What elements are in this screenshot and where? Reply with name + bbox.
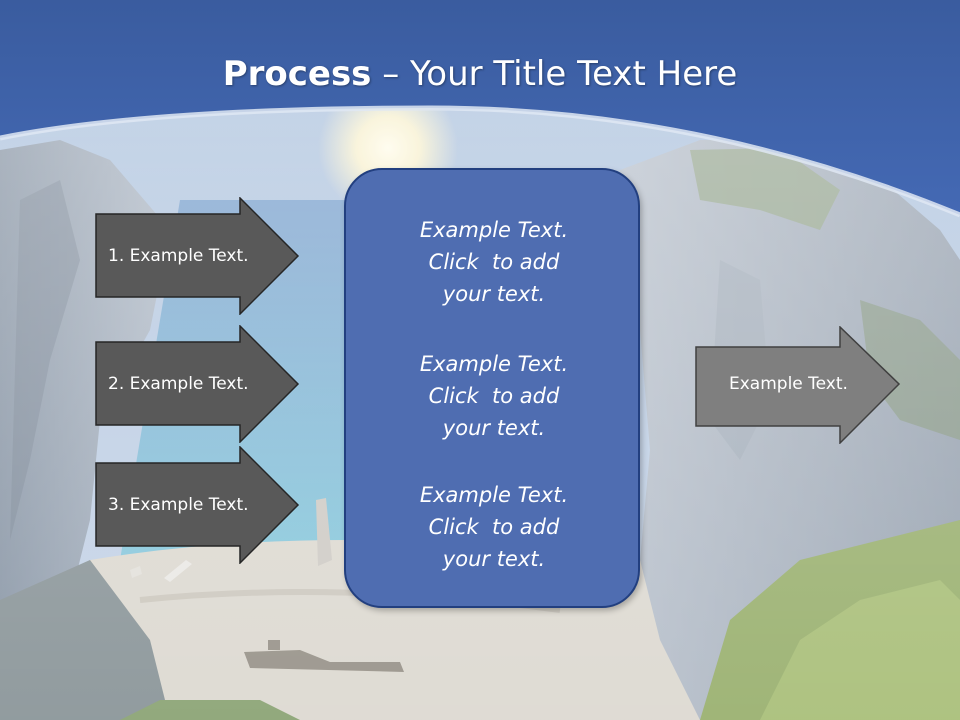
center-block-2-line-2: Click to add <box>428 384 560 408</box>
center-text-block-2[interactable]: Example Text. Click to add your text. <box>346 348 642 444</box>
center-block-3-line-3: your text. <box>442 547 546 571</box>
center-block-1-line-2: Click to add <box>428 250 560 274</box>
center-block-1-line-1: Example Text. <box>419 218 569 242</box>
center-text-block-3[interactable]: Example Text. Click to add your text. <box>346 479 642 575</box>
slide-title[interactable]: Process – Your Title Text Here <box>0 52 960 96</box>
center-block-1-line-3: your text. <box>442 282 546 306</box>
center-block-2-line-1: Example Text. <box>419 352 569 376</box>
left-arrow-1-label: 1. Example Text. <box>108 246 249 266</box>
center-text-block-1[interactable]: Example Text. Click to add your text. <box>346 214 642 310</box>
left-arrow-3-label: 3. Example Text. <box>108 495 249 515</box>
left-arrow-1[interactable] <box>95 197 300 315</box>
title-rest-part: – Your Title Text Here <box>371 54 738 94</box>
center-block-2-line-3: your text. <box>442 416 546 440</box>
right-arrow[interactable] <box>695 326 901 444</box>
left-arrow-3[interactable] <box>95 446 300 564</box>
center-text-box[interactable]: Example Text. Click to add your text. Ex… <box>344 168 640 608</box>
right-arrow-label: Example Text. <box>729 374 848 394</box>
title-bold-part: Process <box>222 54 372 94</box>
center-block-3-line-1: Example Text. <box>419 483 569 507</box>
left-arrow-2[interactable] <box>95 325 300 443</box>
left-arrow-2-label: 2. Example Text. <box>108 374 249 394</box>
center-block-3-line-2: Click to add <box>428 515 560 539</box>
